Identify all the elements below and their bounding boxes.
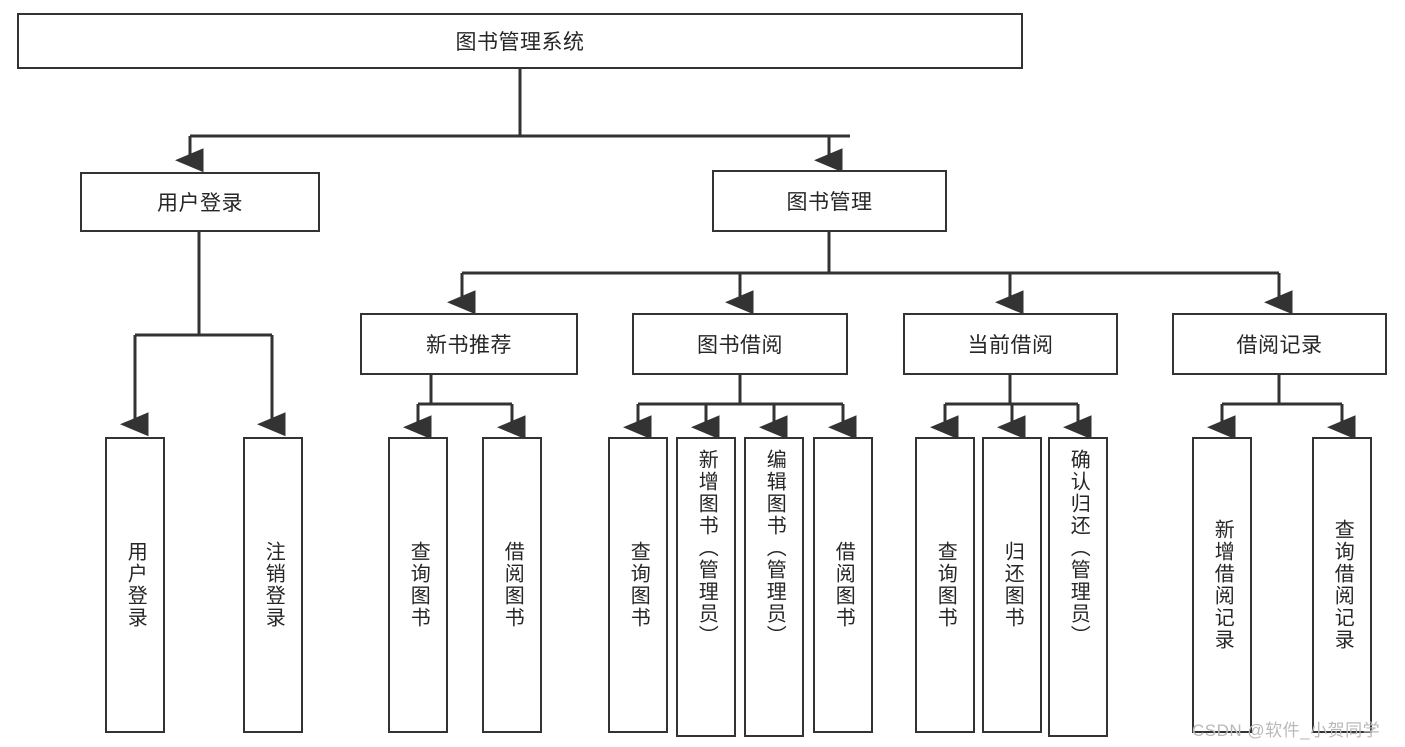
node-leaf-borrow-book-2-label: 借阅图书 xyxy=(832,541,855,629)
node-leaf-borrow-book-1-label: 借阅图书 xyxy=(501,541,524,629)
node-leaf-confirm-return-label: 确认归还（管理员） xyxy=(1067,449,1090,647)
node-current-borrow-label: 当前借阅 xyxy=(967,334,1054,357)
node-leaf-add-book-label: 新增图书（管理员） xyxy=(695,449,718,647)
node-user-login[interactable]: 用户登录 xyxy=(80,172,320,232)
node-leaf-query-book-1[interactable]: 查询图书 xyxy=(388,437,448,733)
node-leaf-add-book[interactable]: 新增图书（管理员） xyxy=(676,437,736,737)
node-leaf-edit-book[interactable]: 编辑图书（管理员） xyxy=(744,437,804,737)
node-root-system[interactable]: 图书管理系统 xyxy=(17,13,1023,69)
node-leaf-user-login-label: 用户登录 xyxy=(124,541,147,629)
node-root-system-label: 图书管理系统 xyxy=(455,31,585,54)
node-leaf-query-book-1-label: 查询图书 xyxy=(407,541,430,629)
node-leaf-query-book-2[interactable]: 查询图书 xyxy=(608,437,668,733)
node-borrow-record-label: 借阅记录 xyxy=(1236,334,1323,357)
node-leaf-query-book-3[interactable]: 查询图书 xyxy=(915,437,975,733)
node-leaf-edit-book-label: 编辑图书（管理员） xyxy=(763,449,786,647)
node-new-book-recommend-label: 新书推荐 xyxy=(426,334,512,357)
node-leaf-borrow-book-2[interactable]: 借阅图书 xyxy=(813,437,873,733)
csdn-watermark: CSDN @软件_小贺同学 xyxy=(1192,721,1381,740)
node-leaf-user-login[interactable]: 用户登录 xyxy=(105,437,165,733)
node-leaf-query-record[interactable]: 查询借阅记录 xyxy=(1312,437,1372,733)
node-leaf-add-record-label: 新增借阅记录 xyxy=(1211,519,1234,651)
node-leaf-query-book-2-label: 查询图书 xyxy=(627,541,650,629)
node-leaf-confirm-return[interactable]: 确认归还（管理员） xyxy=(1048,437,1108,737)
node-leaf-logout-login-label: 注销登录 xyxy=(262,541,285,629)
node-borrow-record[interactable]: 借阅记录 xyxy=(1172,313,1387,375)
node-leaf-query-record-label: 查询借阅记录 xyxy=(1331,519,1354,651)
node-leaf-return-book[interactable]: 归还图书 xyxy=(982,437,1042,733)
node-book-management[interactable]: 图书管理 xyxy=(712,170,947,232)
node-book-borrow[interactable]: 图书借阅 xyxy=(632,313,848,375)
node-leaf-query-book-3-label: 查询图书 xyxy=(934,541,957,629)
node-current-borrow[interactable]: 当前借阅 xyxy=(903,313,1118,375)
node-leaf-return-book-label: 归还图书 xyxy=(1001,541,1024,629)
node-leaf-add-record[interactable]: 新增借阅记录 xyxy=(1192,437,1252,733)
node-new-book-recommend[interactable]: 新书推荐 xyxy=(360,313,578,375)
node-leaf-logout-login[interactable]: 注销登录 xyxy=(243,437,303,733)
node-book-management-label: 图书管理 xyxy=(786,191,873,214)
node-leaf-borrow-book-1[interactable]: 借阅图书 xyxy=(482,437,542,733)
node-user-login-label: 用户登录 xyxy=(157,192,243,215)
node-book-borrow-label: 图书借阅 xyxy=(697,334,783,357)
